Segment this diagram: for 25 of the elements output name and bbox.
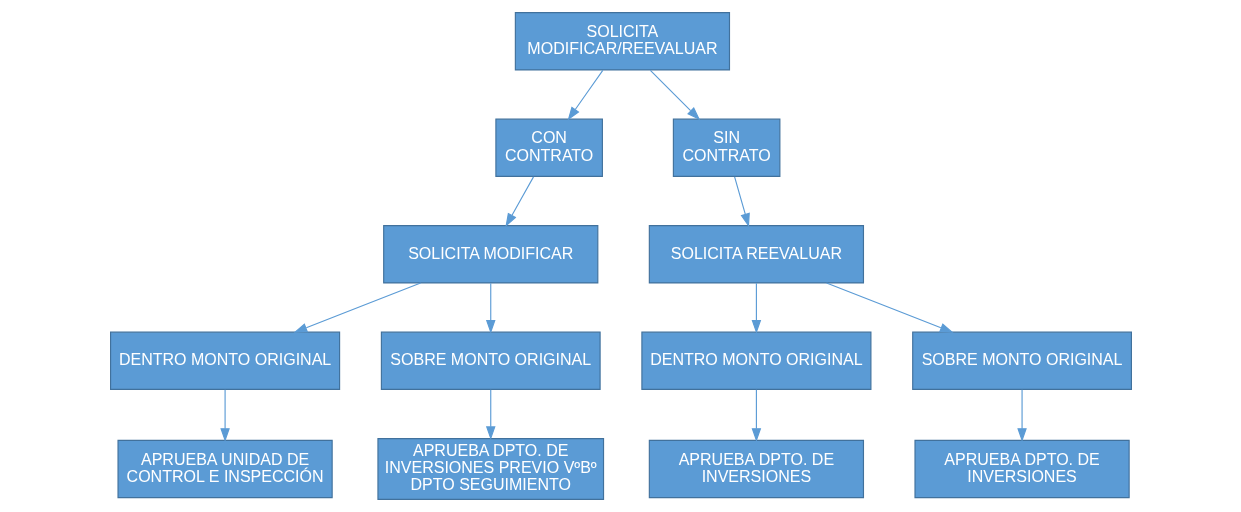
arrow	[649, 69, 700, 121]
arrow	[219, 389, 230, 442]
arrow	[1016, 389, 1027, 442]
node-box: DENTRO MONTO ORIGINAL	[640, 331, 871, 390]
node-box: CON CONTRATO	[494, 118, 603, 177]
arrow	[567, 69, 603, 121]
node-box: SOBRE MONTO ORIGINAL	[380, 331, 601, 390]
node-box: APRUEBA DPTO. DE INVERSIONES PREVIO VºBº DPTO SEGUIMIENTO	[376, 438, 604, 500]
arrow	[751, 389, 761, 442]
node-box: APRUEBA UNIDAD DE CONTROL E INSPECCIÓN	[116, 439, 333, 499]
node-box: APRUEBA DPTO. DE INVERSIONES	[648, 439, 864, 499]
arrow	[485, 389, 496, 441]
node-box: SOBRE MONTO ORIGINAL	[911, 331, 1132, 390]
arrow	[733, 176, 750, 228]
node-box: APRUEBA DPTO. DE INVERSIONES	[913, 439, 1130, 499]
arrow	[825, 282, 954, 333]
node-box: DENTRO MONTO ORIGINAL	[109, 331, 340, 390]
arrow	[485, 282, 496, 334]
node-box: SOLICITA MODIFICAR	[382, 225, 598, 284]
arrow	[504, 176, 534, 227]
node-box: SOLICITA MODIFICAR/REEVALUAR	[514, 12, 730, 71]
node-box: SIN CONTRATO	[672, 118, 780, 177]
arrow	[293, 282, 421, 333]
node-box: SOLICITA REEVALUAR	[648, 225, 864, 284]
arrow	[751, 282, 761, 334]
